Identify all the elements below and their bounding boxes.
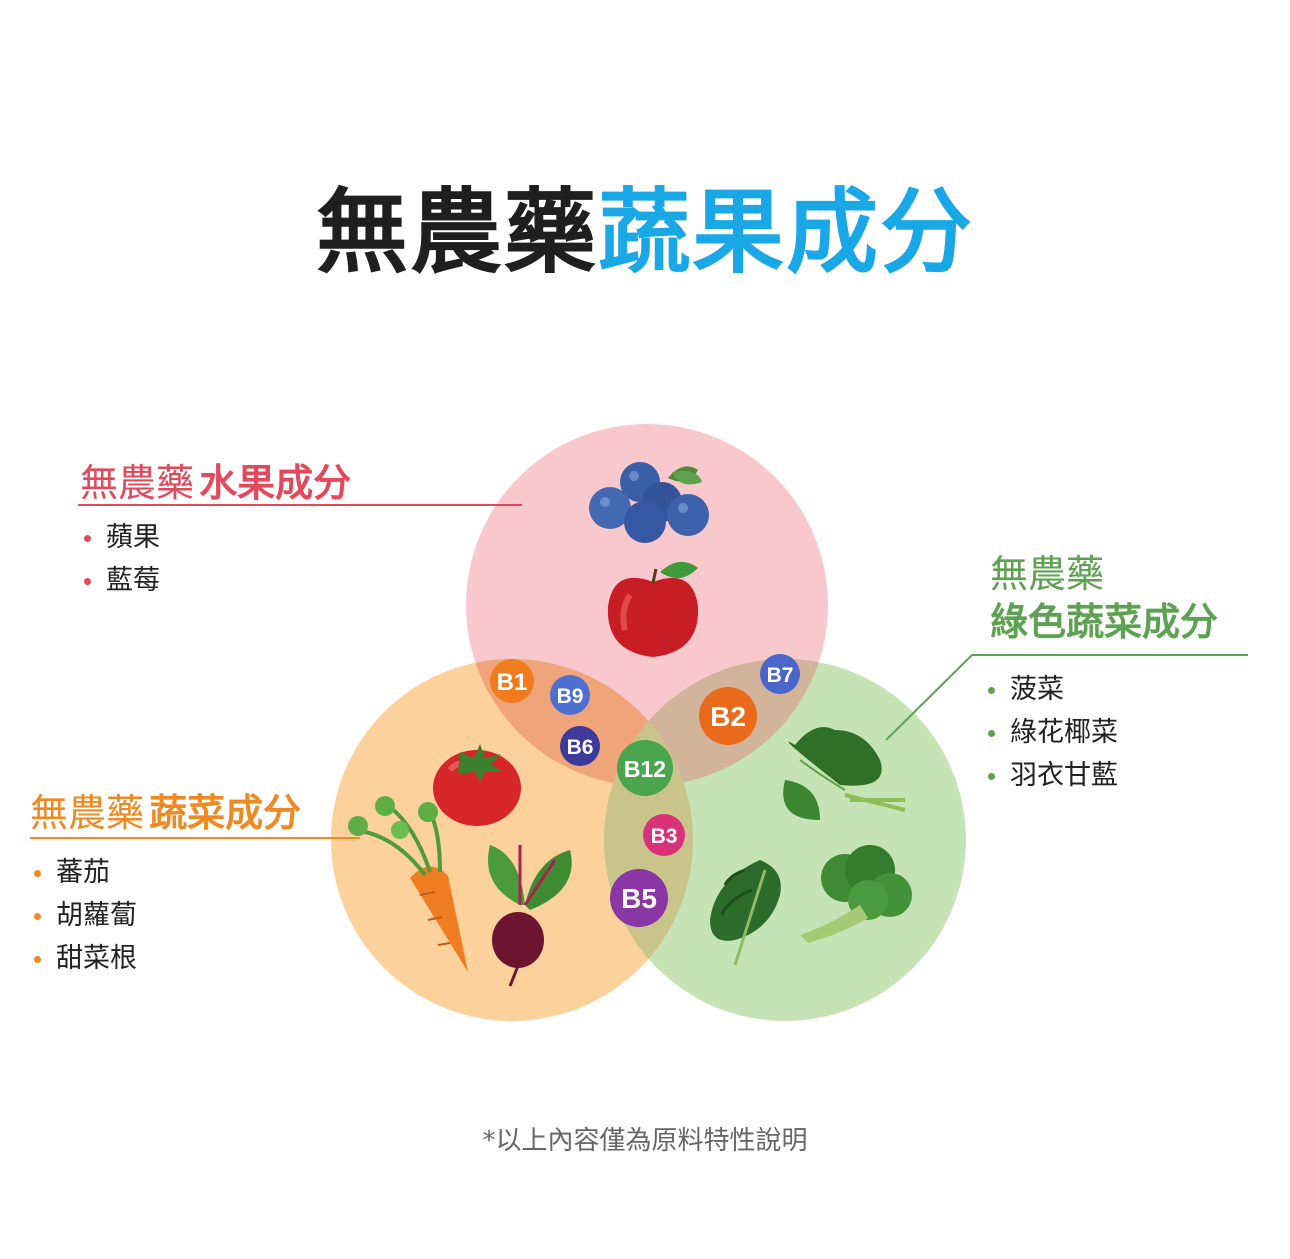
- footnote: *以上內容僅為原料特性說明: [482, 1126, 808, 1156]
- green-connector: [885, 654, 1248, 741]
- vitamin-badge-b5: [610, 869, 668, 927]
- list-item: 胡蘿蔔: [30, 894, 137, 937]
- fruit-group-label: 無農藥 水果成分: [80, 452, 351, 507]
- green-item-list: 菠菜 綠花椰菜 羽衣甘藍: [984, 668, 1118, 797]
- vitamin-badge-b12: [617, 740, 673, 796]
- spinach-icon: [783, 727, 906, 820]
- title-blue-part: 蔬果成分: [598, 179, 975, 286]
- broccoli-icon: [800, 845, 912, 943]
- vitamin-badge-b6: [560, 726, 600, 766]
- vitamin-label-b3: B3: [651, 825, 678, 848]
- fruit-item-list: 蘋果 藍莓: [80, 516, 160, 602]
- vitamin-badge-b1: [490, 659, 534, 703]
- vitamin-label-b2: B2: [710, 701, 746, 732]
- apple-icon: [607, 561, 699, 657]
- list-item: 甜菜根: [30, 937, 137, 980]
- beetroot-icon: [488, 845, 572, 987]
- overlap-fruit-veg: [466, 659, 693, 786]
- green-label-suffix: 綠色蔬菜成分: [990, 600, 1219, 644]
- page-title: 無農藥蔬果成分: [0, 178, 1290, 288]
- blueberry-icon: [589, 462, 709, 543]
- title-dark-part: 無農藥: [315, 179, 598, 286]
- overlap-fruit-green: [604, 659, 828, 786]
- veg-label-prefix: 無農藥: [30, 791, 145, 835]
- vitamin-label-b1: B1: [497, 669, 528, 696]
- veg-label-suffix: 蔬菜成分: [149, 791, 302, 835]
- tomato-icon: [433, 744, 521, 826]
- list-item: 蘋果: [80, 516, 160, 559]
- fruit-label-suffix: 水果成分: [199, 461, 352, 505]
- vitamin-label-b6: B6: [567, 736, 594, 759]
- list-item: 蕃茄: [30, 851, 137, 894]
- kale-icon: [710, 860, 781, 966]
- fruit-label-prefix: 無農藥: [80, 461, 195, 505]
- list-item: 菠菜: [984, 668, 1118, 711]
- vitamin-label-b5: B5: [621, 883, 657, 914]
- list-item: 藍莓: [80, 559, 160, 602]
- vitamin-badge-b7: [760, 654, 800, 694]
- vitamin-label-b7: B7: [767, 664, 794, 687]
- veg-group-label: 無農藥 蔬菜成分: [30, 782, 301, 837]
- green-label-prefix: 無農藥: [990, 552, 1105, 596]
- carrot-icon: [348, 796, 468, 972]
- vitamin-badge-b9: [550, 675, 590, 715]
- green-group-label: 無農藥 綠色蔬菜成分: [990, 550, 1218, 646]
- vitamin-badge-b2: [699, 687, 757, 745]
- veg-item-list: 蕃茄 胡蘿蔔 甜菜根: [30, 851, 137, 980]
- vitamin-badge-b3: [643, 814, 685, 856]
- vitamin-label-b9: B9: [557, 685, 584, 708]
- list-item: 綠花椰菜: [984, 711, 1118, 754]
- vitamin-label-b12: B12: [624, 756, 666, 782]
- list-item: 羽衣甘藍: [984, 754, 1118, 797]
